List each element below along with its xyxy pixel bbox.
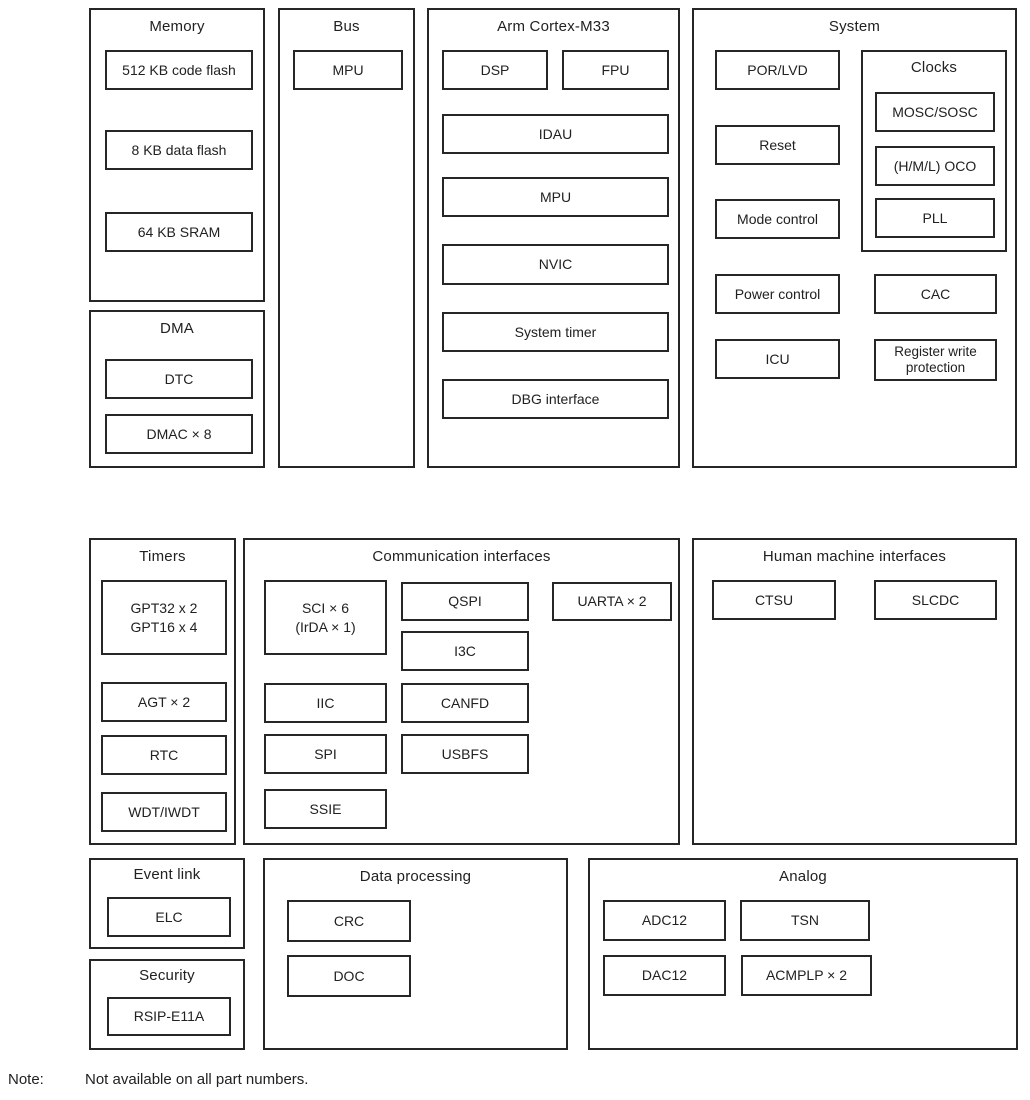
bus-mpu-block: MPU <box>293 50 403 90</box>
comm-interfaces-panel: Communication interfaces SCI × 6 (IrDA ×… <box>243 538 680 845</box>
code-flash-block: 512 KB code flash <box>105 50 253 90</box>
cortex-mpu-block: MPU <box>442 177 669 217</box>
bus-panel: Bus MPU <box>278 8 415 468</box>
clocks-subpanel-title: Clocks <box>910 59 958 76</box>
dmac-block: DMAC × 8 <box>105 414 253 454</box>
cortex-panel-title: Arm Cortex-M33 <box>497 18 610 35</box>
system-panel-title: System <box>828 18 881 35</box>
fpu-block: FPU <box>562 50 669 90</box>
footnote-text: Not available on all part numbers. <box>85 1071 309 1088</box>
event-link-panel: Event link ELC <box>89 858 245 949</box>
security-panel: Security RSIP-E11A <box>89 959 245 1050</box>
canfd-block: CANFD <box>401 683 529 723</box>
cac-block: CAC <box>874 274 997 314</box>
timers-panel: Timers GPT32 x 2 GPT16 x 4 AGT × 2 RTC W… <box>89 538 236 845</box>
nvic-block: NVIC <box>442 244 669 285</box>
tsn-block: TSN <box>740 900 870 941</box>
mode-control-block: Mode control <box>715 199 840 239</box>
dbg-interface-block: DBG interface <box>442 379 669 419</box>
ctsu-block: CTSU <box>712 580 836 620</box>
data-processing-panel-title: Data processing <box>359 868 472 885</box>
acmplp-block: ACMPLP × 2 <box>741 955 872 996</box>
timers-panel-title: Timers <box>139 548 186 565</box>
icu-block: ICU <box>715 339 840 379</box>
security-panel-title: Security <box>139 967 195 984</box>
crc-block: CRC <box>287 900 411 942</box>
data-flash-block: 8 KB data flash <box>105 130 253 170</box>
dtc-block: DTC <box>105 359 253 399</box>
uarta-block: UARTA × 2 <box>552 582 672 621</box>
sci-block: SCI × 6 (IrDA × 1) <box>264 580 387 655</box>
hmi-panel-title: Human machine interfaces <box>762 548 947 565</box>
iic-block: IIC <box>264 683 387 723</box>
cortex-panel: Arm Cortex-M33 DSP FPU IDAU MPU NVIC Sys… <box>427 8 680 468</box>
spi-block: SPI <box>264 734 387 774</box>
power-control-block: Power control <box>715 274 840 314</box>
reset-block: Reset <box>715 125 840 165</box>
analog-panel-title: Analog <box>779 868 827 885</box>
mosc-sosc-block: MOSC/SOSC <box>875 92 995 132</box>
rsip-block: RSIP-E11A <box>107 997 231 1036</box>
wdt-iwdt-block: WDT/IWDT <box>101 792 227 832</box>
agt-block: AGT × 2 <box>101 682 227 722</box>
hmi-panel: Human machine interfaces CTSU SLCDC <box>692 538 1017 845</box>
oco-block: (H/M/L) OCO <box>875 146 995 186</box>
gpt-block: GPT32 x 2 GPT16 x 4 <box>101 580 227 655</box>
analog-panel: Analog ADC12 TSN DAC12 ACMPLP × 2 <box>588 858 1018 1050</box>
event-link-panel-title: Event link <box>133 866 201 883</box>
slcdc-block: SLCDC <box>874 580 997 620</box>
data-processing-panel: Data processing CRC DOC <box>263 858 568 1050</box>
elc-block: ELC <box>107 897 231 937</box>
idau-block: IDAU <box>442 114 669 154</box>
ssie-block: SSIE <box>264 789 387 829</box>
pll-block: PLL <box>875 198 995 238</box>
dsp-block: DSP <box>442 50 548 90</box>
dma-panel-title: DMA <box>160 320 194 337</box>
memory-panel-title: Memory <box>149 18 205 35</box>
adc12-block: ADC12 <box>603 900 726 941</box>
por-lvd-block: POR/LVD <box>715 50 840 90</box>
comm-interfaces-panel-title: Communication interfaces <box>372 548 551 565</box>
dma-panel: DMA DTC DMAC × 8 <box>89 310 265 468</box>
system-timer-block: System timer <box>442 312 669 352</box>
usbfs-block: USBFS <box>401 734 529 774</box>
dac12-block: DAC12 <box>603 955 726 996</box>
doc-block: DOC <box>287 955 411 997</box>
bus-panel-title: Bus <box>333 18 360 35</box>
rtc-block: RTC <box>101 735 227 775</box>
system-panel: System POR/LVD Reset Mode control Power … <box>692 8 1017 468</box>
qspi-block: QSPI <box>401 582 529 621</box>
clocks-subpanel: Clocks MOSC/SOSC (H/M/L) OCO PLL <box>861 50 1007 252</box>
i3c-block: I3C <box>401 631 529 671</box>
sram-block: 64 KB SRAM <box>105 212 253 252</box>
register-write-protection-block: Register write protection <box>874 339 997 381</box>
memory-panel: Memory 512 KB code flash 8 KB data flash… <box>89 8 265 302</box>
footnote-label: Note: <box>8 1071 44 1088</box>
